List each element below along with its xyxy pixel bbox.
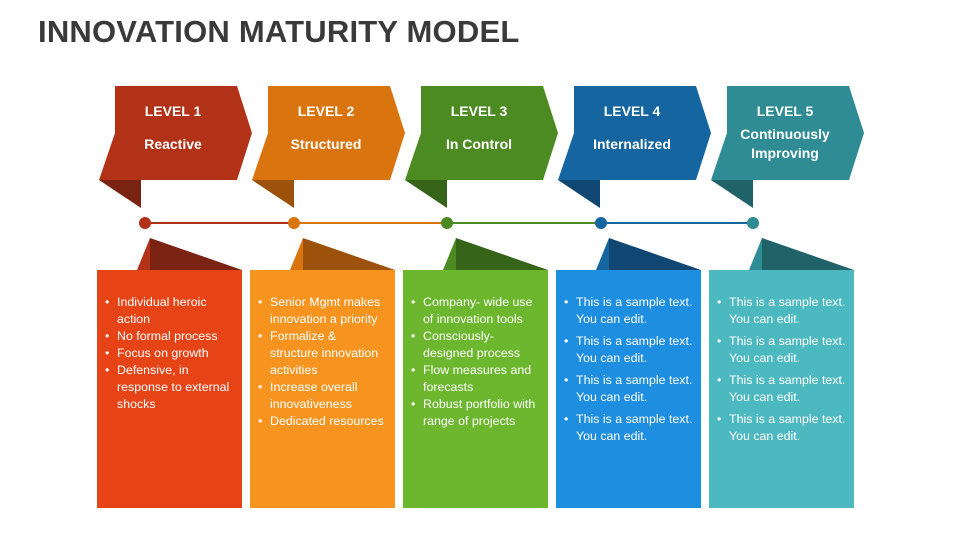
level-3-dot	[441, 217, 453, 229]
level-2-tab-fold	[290, 238, 303, 270]
level-2-name: Structured	[290, 135, 362, 152]
level-4-label: LEVEL 4	[603, 103, 661, 119]
page-title: INNOVATION MATURITY MODEL	[38, 14, 520, 49]
list-item: Consciously- designed process	[411, 328, 540, 362]
list-item: Defensive, in response to external shock…	[105, 362, 234, 413]
list-item: Focus on growth	[105, 345, 234, 362]
level-1-label: LEVEL 1	[144, 103, 202, 119]
level-2-points: Senior Mgmt makes innovation a priorityF…	[258, 294, 387, 430]
list-item: This is a sample text. You can edit.	[564, 333, 693, 367]
level-1-dot	[139, 217, 151, 229]
list-item: Formalize & structure innovation activit…	[258, 328, 387, 379]
level-5-points: This is a sample text. You can edit. This…	[717, 294, 846, 445]
level-2-arrow	[252, 86, 405, 180]
list-item: Senior Mgmt makes innovation a priority	[258, 294, 387, 328]
level-2-label: LEVEL 2	[297, 103, 355, 119]
level-5-dot	[747, 217, 759, 229]
level-4-tab	[609, 238, 701, 270]
level-1-tab	[150, 238, 242, 270]
level-5-name: Continuously Improving	[740, 126, 830, 161]
list-item: This is a sample text. You can edit.	[717, 372, 846, 406]
list-item: Flow measures and forecasts	[411, 362, 540, 396]
level-3-tab	[456, 238, 548, 270]
list-item: This is a sample text. You can edit.	[717, 294, 846, 328]
level-4-arrow	[558, 86, 711, 180]
level-5-arrow	[711, 86, 864, 180]
level-4-tab-fold	[596, 238, 609, 270]
level-2-fold	[252, 180, 294, 208]
list-item: Increase overall innovativeness	[258, 379, 387, 413]
level-3-tab-fold	[443, 238, 456, 270]
level-5-tab-fold	[749, 238, 762, 270]
list-item: Individual heroic action	[105, 294, 234, 328]
level-4-dot	[595, 217, 607, 229]
level-2-tab	[303, 238, 395, 270]
level-3-points: Company- wide use of innovation toolsCon…	[411, 294, 540, 430]
level-4-points: This is a sample text. You can edit. This…	[564, 294, 693, 445]
list-item: Dedicated resources	[258, 413, 387, 430]
level-3-label: LEVEL 3	[450, 103, 508, 119]
level-3-box: Company- wide use of innovation toolsCon…	[403, 270, 548, 508]
level-1-name: Reactive	[144, 135, 202, 152]
level-3-fold	[405, 180, 447, 208]
level-1-points: Individual heroic actionNo formal proces…	[105, 294, 234, 413]
list-item: This is a sample text. You can edit.	[564, 294, 693, 328]
level-1-arrow	[99, 86, 252, 180]
list-item: Company- wide use of innovation tools	[411, 294, 540, 328]
level-1-fold	[99, 180, 141, 208]
level-1-box: Individual heroic actionNo formal proces…	[97, 270, 242, 508]
list-item: No formal process	[105, 328, 234, 345]
level-4-name: Internalized	[593, 135, 671, 152]
list-item: This is a sample text. You can edit.	[564, 372, 693, 406]
level-4-fold	[558, 180, 600, 208]
list-item: This is a sample text. You can edit.	[717, 333, 846, 367]
list-item: This is a sample text. You can edit.	[717, 411, 846, 445]
list-item: This is a sample text. You can edit.	[564, 411, 693, 445]
level-5-fold	[711, 180, 753, 208]
level-3-arrow	[405, 86, 558, 180]
level-2-box: Senior Mgmt makes innovation a priorityF…	[250, 270, 395, 508]
level-5-tab	[762, 238, 854, 270]
list-item: Robust portfolio with range of projects	[411, 396, 540, 430]
level-4-box: This is a sample text. You can edit. This…	[556, 270, 701, 508]
level-3-name: In Control	[445, 135, 513, 152]
level-1-tab-fold	[137, 238, 150, 270]
level-5-label: LEVEL 5	[756, 103, 814, 119]
level-2-dot	[288, 217, 300, 229]
level-5-box: This is a sample text. You can edit. This…	[709, 270, 854, 508]
